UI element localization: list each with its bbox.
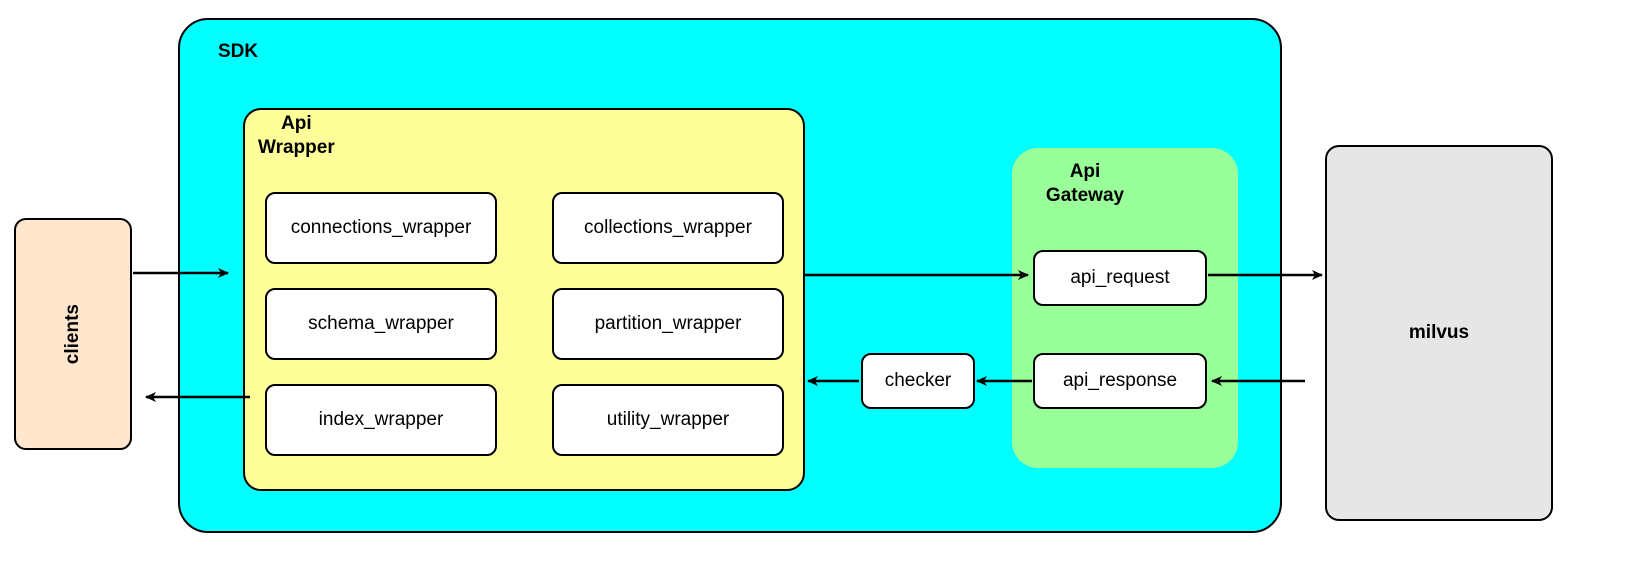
api-gateway-label: Api Gateway [1045, 161, 1125, 206]
api-wrapper-label: Api Wrapper [258, 113, 335, 158]
node-schema-wrapper[interactable]: schema_wrapper [265, 288, 497, 360]
sdk-label: SDK [218, 41, 259, 62]
node-label: utility_wrapper [606, 409, 730, 430]
node-label: checker [884, 370, 952, 391]
node-label: milvus [1408, 322, 1470, 343]
node-label: partition_wrapper [594, 313, 742, 334]
node-checker[interactable]: checker [861, 353, 975, 409]
node-label: connections_wrapper [290, 217, 472, 238]
node-label: api_response [1062, 370, 1178, 391]
node-partition-wrapper[interactable]: partition_wrapper [552, 288, 784, 360]
api-gateway-container [1012, 148, 1238, 468]
node-api-request[interactable]: api_request [1033, 250, 1207, 306]
node-label: index_wrapper [318, 409, 444, 430]
node-label: clients [62, 303, 83, 365]
node-collections-wrapper[interactable]: collections_wrapper [552, 192, 784, 264]
node-clients[interactable]: clients [14, 218, 132, 450]
node-connections-wrapper[interactable]: connections_wrapper [265, 192, 497, 264]
node-label: schema_wrapper [308, 313, 454, 334]
node-api-response[interactable]: api_response [1033, 353, 1207, 409]
node-milvus[interactable]: milvus [1325, 145, 1553, 521]
node-label: api_request [1070, 267, 1170, 288]
node-label: collections_wrapper [584, 217, 752, 238]
node-utility-wrapper[interactable]: utility_wrapper [552, 384, 784, 456]
node-index-wrapper[interactable]: index_wrapper [265, 384, 497, 456]
